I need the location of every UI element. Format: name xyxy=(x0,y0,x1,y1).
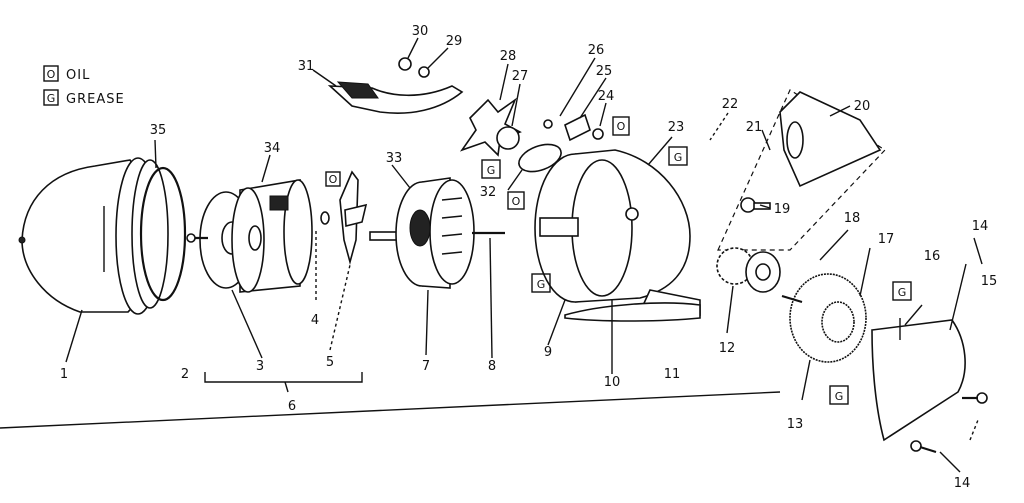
part-number: 33 xyxy=(386,151,403,166)
part-number: 28 xyxy=(500,49,517,64)
grease-callout-text: G xyxy=(898,286,907,299)
gears-12-18 xyxy=(716,247,867,363)
oil-callouts: O O O xyxy=(325,116,630,210)
part-number: 18 xyxy=(844,211,861,226)
group-bracket xyxy=(204,372,363,383)
part-number: 11 xyxy=(664,367,681,382)
part-number: 2 xyxy=(181,367,189,382)
oil-callout-box xyxy=(325,171,341,187)
part-number: 25 xyxy=(596,64,613,79)
part-number: 14 xyxy=(954,476,971,491)
front-cover xyxy=(18,157,169,315)
ring-35 xyxy=(139,166,187,302)
oil-callout-box xyxy=(507,191,525,210)
part-number: 32 xyxy=(480,185,497,200)
grease-callouts: G G G G G xyxy=(481,146,912,405)
spool-34 xyxy=(231,179,313,293)
parts-29-31 xyxy=(327,57,464,114)
spool-7 xyxy=(369,177,475,289)
oil-legend-label: OIL xyxy=(66,68,90,83)
part-number: 5 xyxy=(326,355,334,370)
grease-callout-box xyxy=(668,146,688,166)
part-number: 4 xyxy=(311,313,319,328)
part-number: 17 xyxy=(878,232,895,247)
part-number: 9 xyxy=(544,345,552,360)
baseline xyxy=(0,391,781,429)
small-parts-4-5 xyxy=(320,170,368,266)
oil-callout-text: O xyxy=(512,195,521,208)
part-number: 34 xyxy=(264,141,281,156)
part-number: 16 xyxy=(924,249,941,264)
part-number: 24 xyxy=(598,89,615,104)
grease-legend-symbol: G xyxy=(47,92,56,105)
oil-legend-box xyxy=(43,65,59,82)
grease-callout-box xyxy=(892,281,912,301)
oil-legend-symbol: O xyxy=(47,68,56,81)
part-number: 6 xyxy=(288,399,296,414)
part-number-labels: 1 2 3 4 5 6 7 8 9 10 11 12 13 14 14 15 1… xyxy=(60,24,997,491)
part-number: 27 xyxy=(512,69,529,84)
grease-callout-box xyxy=(829,385,849,405)
part-number: 30 xyxy=(412,24,429,39)
part-number: 31 xyxy=(298,59,315,74)
part-number: 14 xyxy=(972,219,989,234)
part-number: 7 xyxy=(422,359,430,374)
side-plate-15 xyxy=(871,318,988,454)
part-number: 3 xyxy=(256,359,264,374)
grease-callout-box xyxy=(531,273,551,293)
parts-24-32 xyxy=(459,97,604,173)
part-number: 22 xyxy=(722,97,739,112)
part-number: 10 xyxy=(604,375,621,390)
main-body-9 xyxy=(534,149,701,322)
part-number: 8 xyxy=(488,359,496,374)
part-number: 1 xyxy=(60,367,68,382)
grease-legend-box xyxy=(43,89,59,106)
part-number: 26 xyxy=(588,43,605,58)
group-bracket-tick xyxy=(284,381,289,393)
part-number: 12 xyxy=(719,341,736,356)
part-number: 19 xyxy=(774,202,791,217)
part-number: 13 xyxy=(787,417,804,432)
oil-callout-box xyxy=(612,116,630,136)
grease-callout-text: G xyxy=(537,278,546,291)
grease-callout-text: G xyxy=(835,390,844,403)
grease-callout-box xyxy=(481,159,501,179)
grease-callout-text: G xyxy=(674,151,683,164)
grease-legend-label: GREASE xyxy=(66,92,125,107)
part-number: 21 xyxy=(746,120,763,135)
part-number: 15 xyxy=(981,274,998,289)
oil-callout-text: O xyxy=(329,173,338,186)
grease-callout-text: G xyxy=(487,164,496,177)
oil-callout-text: O xyxy=(617,120,626,133)
part-number: 23 xyxy=(668,120,685,135)
inset-parts-19-21 xyxy=(717,89,886,251)
part-number: 29 xyxy=(446,34,463,49)
legend: O OIL G GREASE xyxy=(43,65,125,107)
leader-lines xyxy=(65,37,983,473)
part-number: 20 xyxy=(854,99,871,114)
part-number: 35 xyxy=(150,123,167,138)
